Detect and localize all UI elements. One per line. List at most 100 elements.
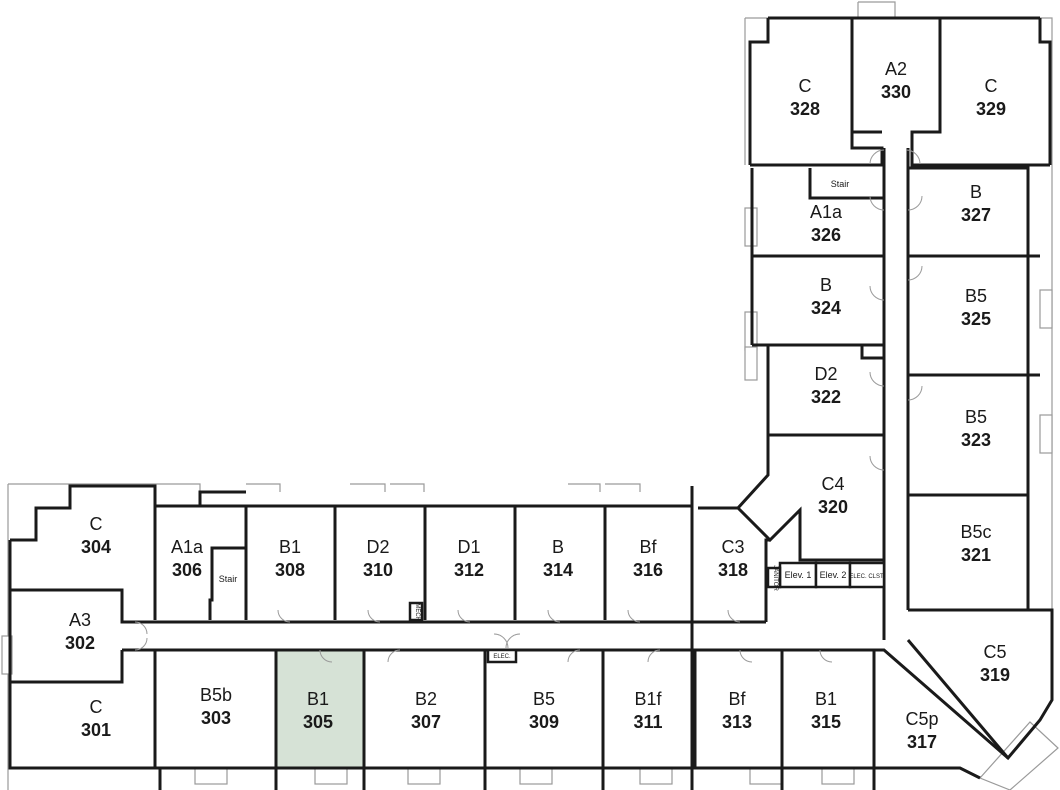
stair-west-label: Stair	[219, 574, 238, 584]
unit-number-label: 322	[811, 387, 841, 407]
unit-304[interactable]: C 304	[81, 514, 111, 557]
unit-number-label: 320	[818, 497, 848, 517]
unit-type-label: B2	[415, 689, 437, 709]
unit-number-label: 304	[81, 537, 111, 557]
unit-type-label: B1	[815, 689, 837, 709]
unit-type-label: Bf	[639, 537, 657, 557]
mech-label: MECH.	[414, 603, 420, 623]
unit-type-label: C5p	[905, 709, 938, 729]
unit-number-label: 317	[907, 732, 937, 752]
unit-type-label: A2	[885, 59, 907, 79]
unit-type-label: C	[799, 76, 812, 96]
utility-rooms	[408, 561, 886, 664]
unit-number-label: 330	[881, 82, 911, 102]
unit-type-label: C	[985, 76, 998, 96]
unit-number-label: 311	[633, 712, 662, 732]
unit-number-label: 310	[363, 560, 393, 580]
unit-type-label: C3	[721, 537, 744, 557]
unit-number-label: 314	[543, 560, 573, 580]
unit-type-label: B	[552, 537, 564, 557]
unit-number-label: 309	[529, 712, 559, 732]
unit-type-label: C5	[983, 642, 1006, 662]
elec-label: ELEC.	[493, 654, 511, 660]
unit-type-label: A1a	[810, 202, 843, 222]
unit-301[interactable]: C 301	[81, 697, 111, 740]
stair-north-label: Stair	[831, 179, 850, 189]
unit-305-highlight	[276, 650, 364, 768]
unit-number-label: 315	[811, 712, 841, 732]
janitor-label: JANITOR	[772, 565, 778, 591]
unit-type-label: B	[820, 275, 832, 295]
unit-324[interactable]: B 324	[811, 275, 841, 318]
unit-type-label: B1	[279, 537, 301, 557]
elec-closet-label: ELEC. CLST.	[849, 574, 885, 580]
unit-314[interactable]: B 314	[543, 537, 573, 580]
doors	[134, 149, 923, 663]
elevator-1-label: Elev. 1	[785, 570, 812, 580]
unit-number-label: 319	[980, 665, 1010, 685]
elevator-2-label: Elev. 2	[820, 570, 847, 580]
unit-type-label: B5c	[960, 522, 991, 542]
unit-type-label: C4	[821, 474, 844, 494]
unit-type-label: B1f	[634, 689, 662, 709]
unit-number-label: 318	[718, 560, 748, 580]
unit-number-label: 325	[961, 309, 991, 329]
unit-number-label: 302	[65, 633, 95, 653]
unit-number-label: 305	[303, 712, 333, 732]
unit-number-label: 324	[811, 298, 841, 318]
unit-number-label: 306	[172, 560, 202, 580]
unit-316[interactable]: Bf 316	[633, 537, 663, 580]
unit-type-label: B1	[307, 689, 329, 709]
unit-type-label: A1a	[171, 537, 204, 557]
unit-number-label: 323	[961, 430, 991, 450]
unit-type-label: C	[90, 514, 103, 534]
unit-type-label: B5	[533, 689, 555, 709]
unit-type-label: D2	[814, 364, 837, 384]
unit-type-label: B5	[965, 286, 987, 306]
unit-number-label: 301	[81, 720, 111, 740]
unit-number-label: 308	[275, 560, 305, 580]
unit-type-label: Bf	[728, 689, 746, 709]
unit-number-label: 327	[961, 205, 991, 225]
unit-type-label: B5	[965, 407, 987, 427]
unit-type-label: B5b	[200, 685, 232, 705]
unit-type-label: D1	[457, 537, 480, 557]
unit-type-label: B	[970, 182, 982, 202]
unit-327[interactable]: B 327	[961, 182, 991, 225]
unit-number-label: 307	[411, 712, 441, 732]
unit-number-label: 312	[454, 560, 484, 580]
unit-type-label: C	[90, 697, 103, 717]
unit-type-label: A3	[69, 610, 91, 630]
unit-328[interactable]: C 328	[790, 76, 820, 119]
unit-number-label: 328	[790, 99, 820, 119]
unit-type-label: D2	[366, 537, 389, 557]
unit-number-label: 316	[633, 560, 663, 580]
unit-number-label: 303	[201, 708, 231, 728]
walls	[8, 16, 1054, 790]
